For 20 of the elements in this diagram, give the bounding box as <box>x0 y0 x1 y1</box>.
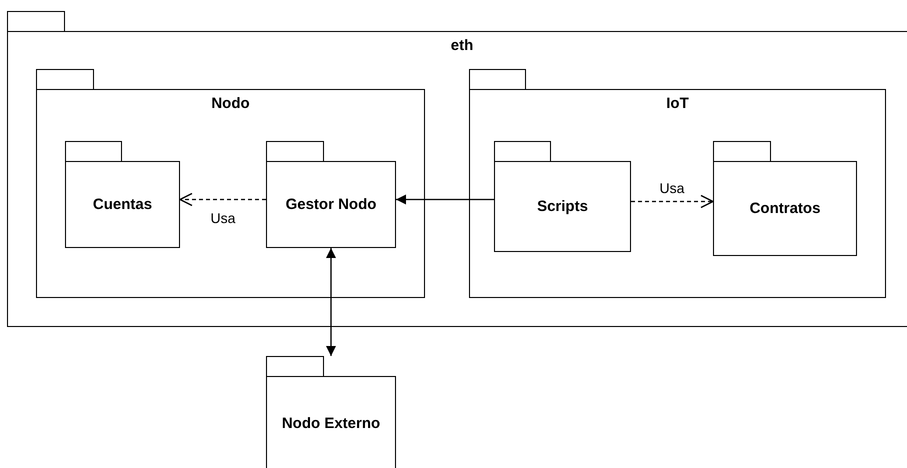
package-box <box>36 69 425 298</box>
package-box <box>266 356 396 468</box>
package-box <box>266 141 396 248</box>
package-title: Cuentas <box>92 194 154 215</box>
package-title: Scripts <box>536 196 589 217</box>
package-title: eth <box>450 36 474 56</box>
package-box <box>65 141 180 248</box>
package-box <box>469 69 886 298</box>
arrow <box>396 194 494 204</box>
package-title: Gestor Nodo <box>284 194 378 215</box>
package-box <box>494 141 631 252</box>
arrow <box>326 248 336 356</box>
package-title: IoT <box>665 94 690 114</box>
dependency-arrow <box>631 194 714 208</box>
package-title: Nodo <box>210 94 251 114</box>
dependency-arrow <box>179 192 266 206</box>
package-title: Nodo Externo <box>280 414 382 434</box>
package-box <box>713 141 857 256</box>
package-box <box>7 11 907 327</box>
package-title: Contratos <box>748 198 822 219</box>
